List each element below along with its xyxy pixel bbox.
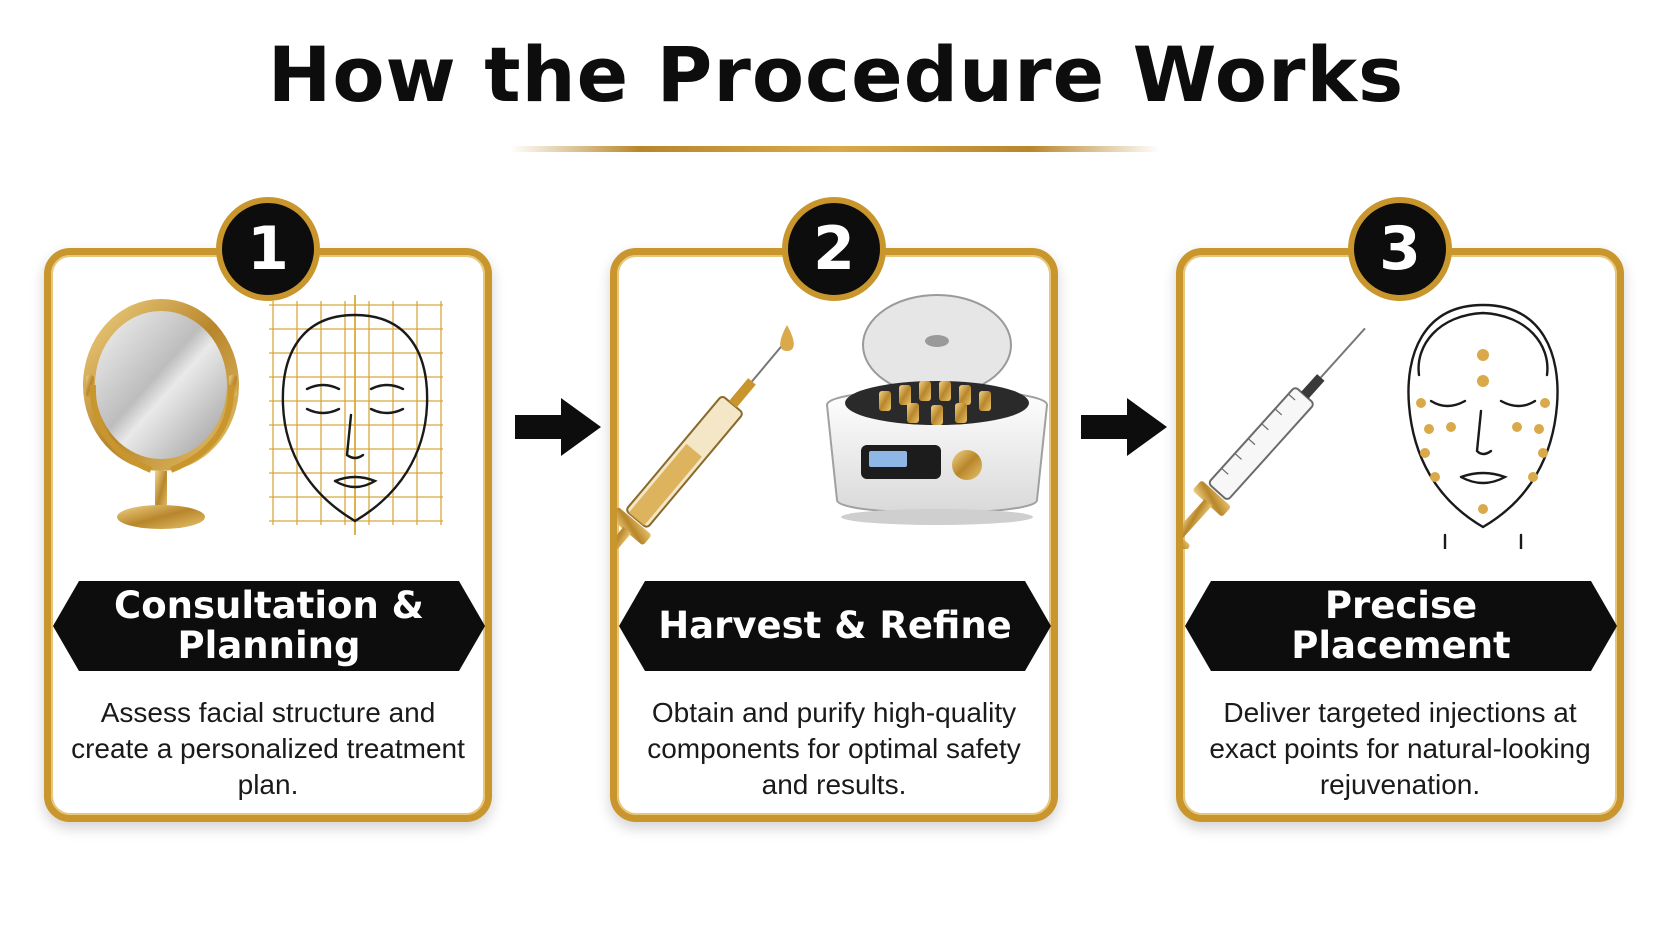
face-injection-points-icon <box>1407 303 1559 549</box>
step-2-illustration <box>617 294 1049 549</box>
step-label: Harvest & Refine <box>658 604 1012 647</box>
step-card-consultation: 1 <box>44 197 492 822</box>
step-label: Precise Placement <box>1291 584 1511 667</box>
arrow-right-icon <box>515 398 601 456</box>
step-description: Assess facial structure and create a per… <box>71 697 465 800</box>
centrifuge-icon <box>825 294 1049 525</box>
title-divider <box>510 146 1160 152</box>
step-number-badge: 2 <box>782 197 886 301</box>
step-number-badge: 1 <box>216 197 320 301</box>
step-card-placement: 3 <box>1176 197 1624 822</box>
arrow-right-icon <box>1081 398 1167 456</box>
step-description: Obtain and purify high-quality component… <box>647 697 1021 800</box>
step-label-banner: Consultation & Planning <box>49 577 489 675</box>
step-1-illustration <box>83 295 443 535</box>
page-title: How the Procedure Works <box>267 30 1405 119</box>
step-description: Deliver targeted injections at exact poi… <box>1209 697 1591 800</box>
step-label-banner: Harvest & Refine <box>615 577 1055 675</box>
step-3-illustration <box>1183 303 1559 549</box>
face-grid-icon <box>269 295 443 535</box>
step-card-harvest: 2 <box>610 197 1058 822</box>
mirror-icon <box>83 299 239 529</box>
droplet-icon <box>780 325 794 351</box>
syringe-icon <box>617 334 792 549</box>
step-number-badge: 3 <box>1348 197 1452 301</box>
step-label-banner: Precise Placement <box>1181 577 1621 675</box>
syringe-icon <box>1183 327 1366 549</box>
step-label: Consultation & Planning <box>114 584 424 667</box>
